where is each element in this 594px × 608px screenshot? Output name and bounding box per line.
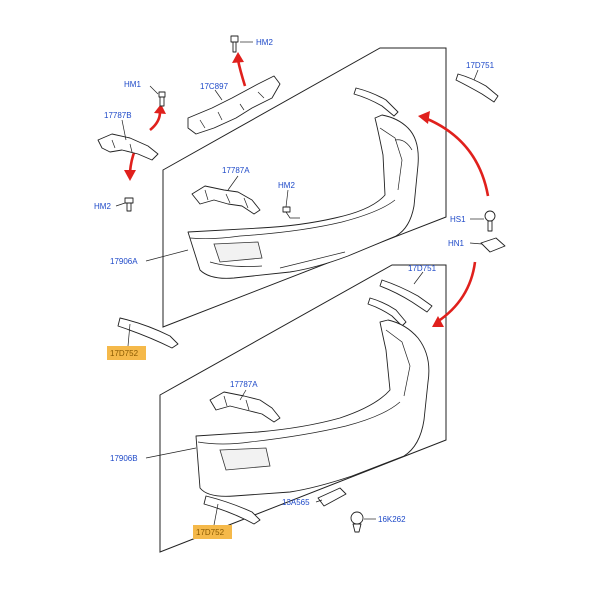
- label-16k262: 16K262: [378, 515, 406, 524]
- label-17d752-lower: 17D752: [196, 528, 225, 537]
- screw-hm2-mid: [282, 206, 300, 219]
- leader-lines: [115, 41, 484, 526]
- highlight-17d752-upper: [107, 346, 146, 360]
- label-13a565: 13A565: [282, 498, 310, 507]
- bumper-cover-upper: [187, 114, 419, 279]
- bolt-hm2-left: [124, 197, 134, 212]
- label-17906a: 17906A: [110, 257, 138, 266]
- label-17787a-lower: 17787A: [230, 380, 258, 389]
- trim-17d751-top: [455, 73, 499, 103]
- pin-hm2-top: [230, 35, 239, 53]
- label-hm2-mid: HM2: [278, 181, 295, 190]
- bracket-17c897: [187, 75, 281, 135]
- label-17c897: 17C897: [200, 82, 229, 91]
- reflector-17d752-upper: [117, 317, 179, 349]
- label-17d752-upper: 17D752: [110, 349, 139, 358]
- bracket-17787a-lower: [209, 391, 281, 423]
- trim-17d751-lower: [379, 279, 433, 313]
- pin-hm1: [158, 91, 166, 107]
- label-hm2-top: HM2: [256, 38, 273, 47]
- arrow-big-upper: [424, 116, 490, 197]
- label-17d751-top: 17D751: [466, 61, 495, 70]
- trim-13a565: [317, 487, 347, 507]
- bumper-cover-lower: [195, 319, 430, 497]
- bracket-17787a-upper: [191, 185, 261, 215]
- arrow-big-lower: [436, 261, 477, 324]
- label-17d751-lower: 17D751: [408, 264, 437, 273]
- clip-hn1: [480, 237, 506, 253]
- upper-assembly-frame: [162, 47, 447, 328]
- trim-17d751-inner: [353, 87, 399, 117]
- label-hn1: HN1: [448, 239, 465, 248]
- label-17787a-upper: 17787A: [222, 166, 250, 175]
- lower-assembly-frame: [159, 264, 447, 553]
- arrow-hm1: [149, 111, 162, 132]
- label-17787b: 17787B: [104, 111, 132, 120]
- bracket-17787b: [97, 133, 159, 161]
- arrow-hm2-top: [236, 59, 247, 87]
- highlight-17d752-lower: [193, 525, 232, 539]
- label-hm1: HM1: [124, 80, 141, 89]
- label-17906b: 17906B: [110, 454, 138, 463]
- label-hm2-left: HM2: [94, 202, 111, 211]
- label-hs1: HS1: [450, 215, 466, 224]
- bolt-hs1: [484, 210, 496, 232]
- clip-16k262: [350, 511, 364, 533]
- red-arrows: [124, 52, 490, 327]
- reflector-17d752-lower: [203, 495, 261, 525]
